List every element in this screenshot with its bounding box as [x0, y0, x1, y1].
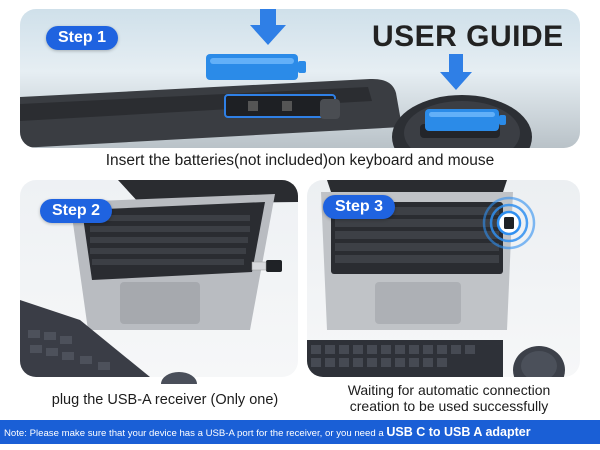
- step-2-illustration: [20, 180, 298, 377]
- step-3-panel: Step 3: [307, 180, 580, 377]
- step-3-caption-line-2: creation to be used successfully: [349, 398, 549, 414]
- step-1-caption: Insert the batteries(not included)on key…: [105, 152, 495, 169]
- note-highlight: USB C to USB A adapter: [386, 425, 531, 439]
- step-2-panel: Step 2: [20, 180, 298, 377]
- step-3-caption-line-1: Waiting for automatic connection: [347, 382, 551, 398]
- down-arrow-icon: [250, 9, 286, 45]
- note-text: Note: Please make sure that your device …: [4, 428, 384, 439]
- wireless-signal-icon: [482, 196, 536, 250]
- note-bar: Note: Please make sure that your device …: [0, 420, 600, 444]
- step-2-badge: Step 2: [40, 199, 113, 223]
- step-2-caption: plug the USB-A receiver (Only one): [51, 392, 279, 408]
- mouse-image: [161, 372, 197, 384]
- step-1-panel: Step 1: [20, 9, 580, 148]
- step-1-badge: Step 1: [46, 26, 119, 50]
- battery-icon: [425, 109, 506, 131]
- battery-icon: [206, 54, 306, 80]
- down-arrow-icon: [440, 54, 472, 90]
- step-3-caption: Waiting for automatic connection creatio…: [318, 382, 580, 414]
- page-title: USER GUIDE: [372, 20, 564, 53]
- step-3-badge: Step 3: [323, 195, 396, 219]
- step-3-illustration: [307, 180, 565, 377]
